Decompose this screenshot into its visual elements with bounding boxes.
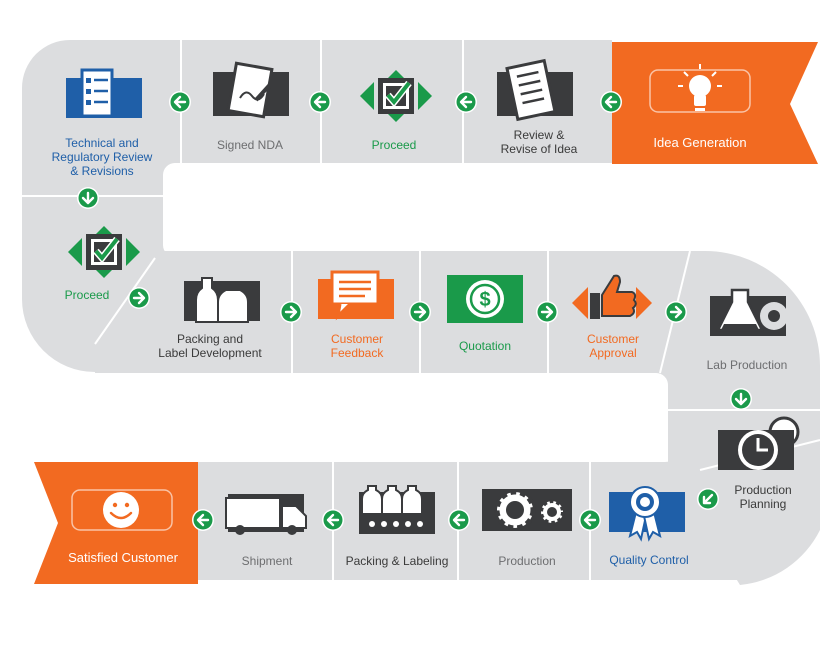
satisfied-customer-banner (34, 462, 198, 584)
gears-icon (482, 489, 572, 531)
step-idea-generation: Idea Generation (653, 135, 747, 150)
arrow-right-icon (278, 299, 304, 325)
light-bulb-icon (678, 64, 722, 111)
step-customer-approval: Customer Approval (586, 332, 639, 360)
dollar-icon: $ (447, 275, 523, 323)
thumbs-up-icon (572, 274, 652, 319)
review-document-icon (497, 58, 573, 122)
svg-text:$: $ (479, 289, 490, 311)
step-proceed-top: Proceed (371, 138, 417, 152)
arrow-down-icon (75, 185, 101, 211)
flask-gear-icon (710, 288, 788, 336)
arrow-left-icon (167, 89, 193, 115)
chat-bubble-icon (318, 270, 394, 321)
step-packing-labeling: Packing & Labeling (345, 554, 449, 568)
arrow-left-icon (307, 89, 333, 115)
smiley-icon (103, 492, 139, 528)
arrow-right-icon (534, 299, 560, 325)
arrow-down-icon (728, 386, 754, 412)
step-proceed-left: Proceed (64, 288, 110, 302)
arrow-left-icon (453, 89, 479, 115)
step-satisfied-customer: Satisfied Customer (68, 550, 178, 565)
step-production: Production (498, 554, 556, 568)
bottling-line-icon (359, 485, 435, 534)
bottles-icon (184, 277, 260, 323)
truck-icon (225, 494, 307, 535)
step-technical-review: Technical and Regulatory Review & Revisi… (51, 136, 153, 178)
technical-review-icon (66, 68, 142, 118)
step-review-revise: Review & Revise of Idea (500, 128, 578, 156)
step-quotation: Quotation (458, 339, 512, 353)
step-packing-label-dev: Packing and Label Development (158, 332, 262, 360)
signed-nda-icon (213, 61, 289, 119)
award-ribbon-icon (609, 486, 685, 542)
arrow-left-icon (598, 89, 624, 115)
arrow-left-icon (320, 507, 346, 533)
arrow-left-icon (446, 507, 472, 533)
arrow-right-icon (407, 299, 433, 325)
step-quality-control: Quality Control (609, 553, 689, 567)
step-production-planning: Production Planning (734, 483, 792, 511)
idea-generation-banner (612, 42, 818, 164)
step-customer-feedback: Customer Feedback (330, 332, 384, 360)
arrow-left-icon (190, 507, 216, 533)
step-signed-nda: Signed NDA (216, 138, 284, 152)
step-lab-production: Lab Production (706, 358, 788, 372)
clock-gear-icon (718, 416, 800, 470)
step-shipment: Shipment (241, 554, 293, 568)
arrow-left-icon (577, 507, 603, 533)
arrow-right-icon (663, 299, 689, 325)
